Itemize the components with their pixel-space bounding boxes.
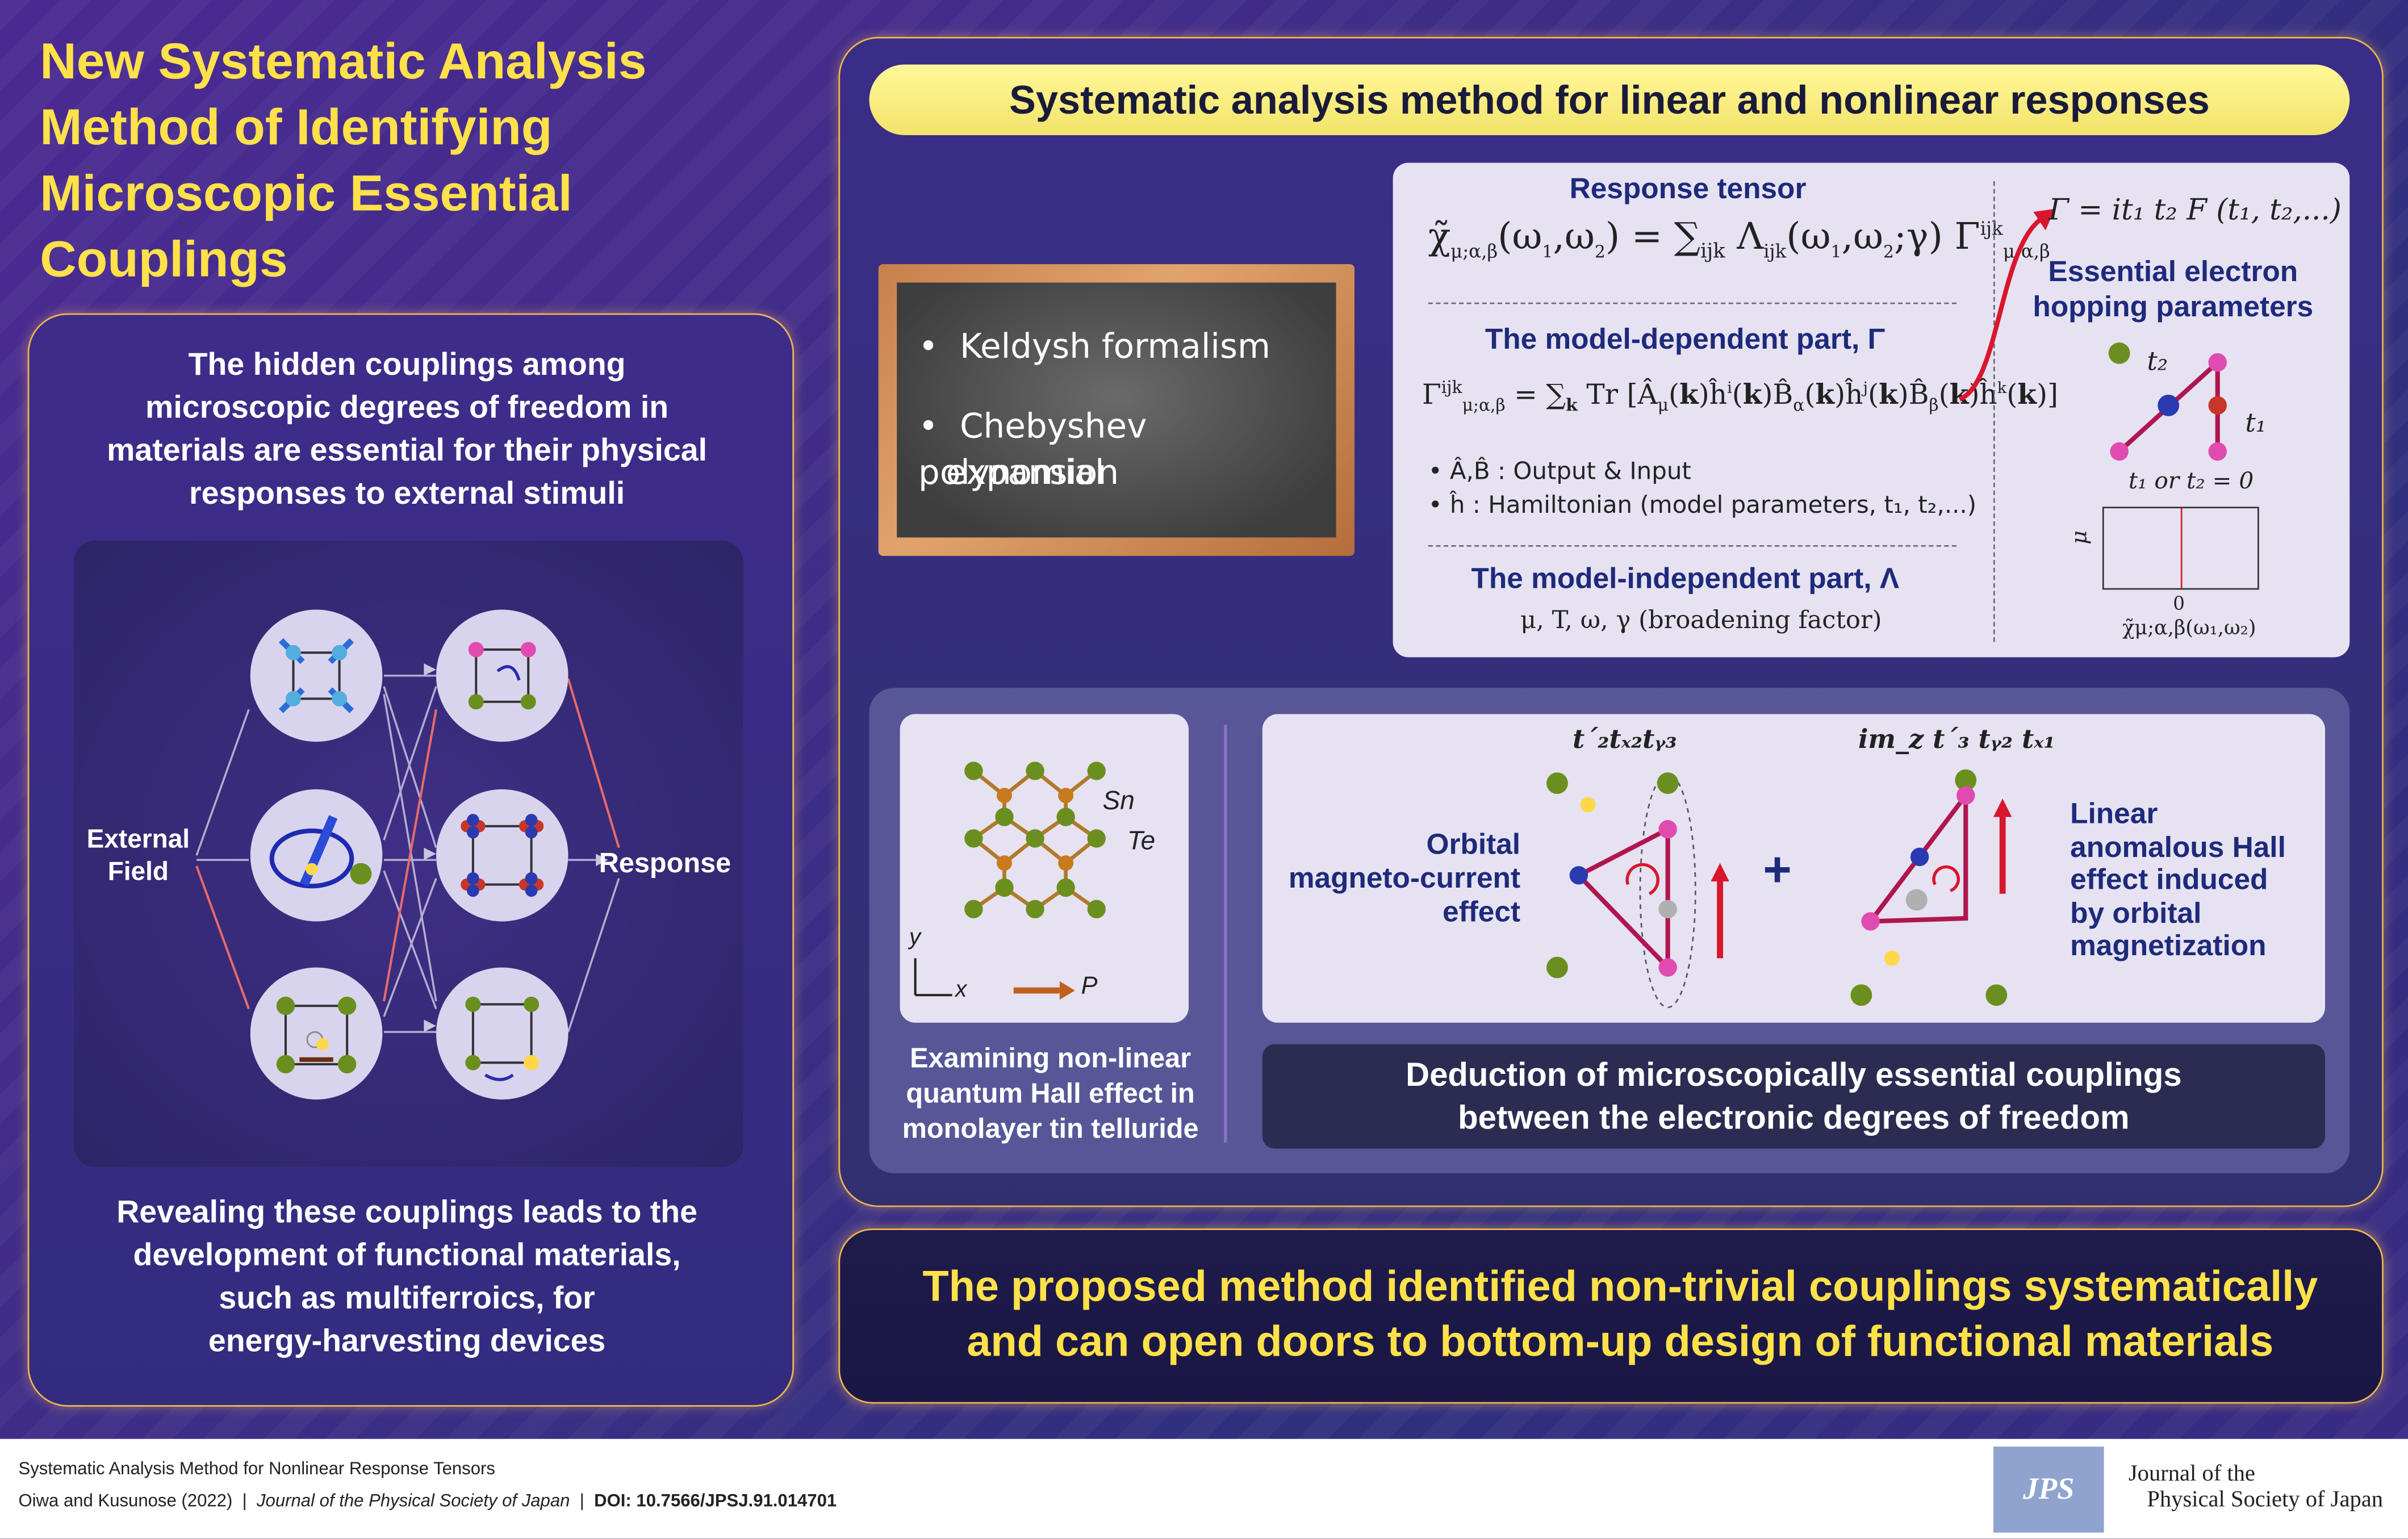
polarization-label: P bbox=[1081, 973, 1098, 1000]
footer-citation: Oiwa and Kusunose (2022) | Journal of th… bbox=[18, 1492, 837, 1511]
jps-logo: JPS bbox=[1993, 1446, 2104, 1533]
hopping-equation: Γ = it₁ t₂ F (t₁, t₂,...) bbox=[2049, 193, 2342, 228]
page-title: New Systematic Analysis Method of Identi… bbox=[40, 32, 647, 287]
doi-link[interactable]: DOI: 10.7566/JPSJ.91.014701 bbox=[594, 1492, 837, 1511]
formula-card bbox=[1393, 162, 2350, 658]
hopping-lattice bbox=[2108, 342, 2227, 461]
model-independent-label: The model-independent part, Λ bbox=[1471, 563, 1900, 596]
axis-mu: μ bbox=[2068, 530, 2093, 545]
intro-text: The hidden couplings among microscopic d… bbox=[107, 347, 707, 512]
mechanism-card bbox=[1262, 714, 2326, 1023]
conclusion-panel bbox=[838, 1228, 2384, 1404]
board-item-chebyshev: • Chebyshev polynomial bbox=[918, 408, 1147, 494]
external-field-label: External Field bbox=[86, 825, 190, 886]
snte-lattice bbox=[964, 762, 1106, 919]
formula-omc: t´₂tₓ₂tᵧ₃ bbox=[1572, 725, 1677, 756]
plot-red-line bbox=[2180, 508, 2183, 588]
spin-square-node bbox=[250, 609, 383, 742]
omc-lattice bbox=[1546, 772, 1729, 1009]
electric-field-node bbox=[250, 967, 383, 1100]
zero-condition: t₁ or t₂ = 0 bbox=[2128, 467, 2254, 495]
conclusion-text: The proposed method identified non-trivi… bbox=[922, 1262, 2318, 1365]
omc-label: Orbital magneto-current effect bbox=[1288, 829, 1521, 929]
red-arrow bbox=[1958, 208, 2055, 402]
response-tensor-equation: χ̃μ;α,β(ω1,ω2) = ∑ijk Λijk(ω1,ω2;γ) Γijk… bbox=[1428, 215, 2050, 264]
vertical-divider bbox=[1993, 181, 1995, 642]
response-label: Response bbox=[599, 847, 731, 879]
te-label: Te bbox=[1127, 826, 1156, 856]
coupling-diagram bbox=[73, 540, 743, 1168]
chalkboard-surface: • Keldysh formalism • Chebyshev polynomi… bbox=[897, 282, 1336, 538]
independent-params: μ, T, ω, γ (broadening factor) bbox=[1520, 605, 1882, 634]
polarization-arrow bbox=[1013, 981, 1075, 1000]
divider bbox=[1428, 545, 1957, 547]
ahe-lattice bbox=[1850, 769, 2012, 1006]
deduction-box: Deduction of microscopically essential c… bbox=[1262, 1044, 2326, 1149]
divider bbox=[1428, 302, 1957, 304]
board-item-expansion: expansion bbox=[946, 454, 1119, 494]
model-dependent-label: The model-dependent part, Γ bbox=[1485, 324, 1886, 357]
board-item-keldysh: • Keldysh formalism bbox=[918, 328, 1270, 367]
footer-title: Systematic Analysis Method for Nonlinear… bbox=[18, 1460, 495, 1479]
phase-plot bbox=[2102, 507, 2259, 590]
y-axis-label: y bbox=[909, 924, 921, 951]
formula-ahe: im_z t´₃ tᵧ₂ tₓ₁ bbox=[1858, 725, 2055, 756]
snte-caption: Examining non-linear quantum Hall effect… bbox=[902, 1043, 1199, 1144]
coupling-network-svg bbox=[195, 663, 620, 1033]
spin-orbital-node bbox=[436, 967, 568, 1100]
gamma-equation: Γijkμ;α,β = ∑k Tr [Âμ(k)ĥi(k)B̂α(k)ĥj(k)… bbox=[1422, 378, 2058, 416]
orbital-quadrupole-node bbox=[436, 789, 568, 922]
orbital-current-node bbox=[436, 609, 568, 742]
hopping-title: Essential electron hopping parameters bbox=[2033, 256, 2314, 324]
axis-chi: χ̃μ;α,β(ω₁,ω₂) bbox=[2122, 617, 2256, 641]
response-tensor-label: Response tensor bbox=[1569, 173, 1807, 206]
method-header: Systematic analysis method for linear an… bbox=[869, 64, 2350, 135]
t1-label: t₁ bbox=[2245, 408, 2267, 440]
t2-label: t₂ bbox=[2147, 347, 2168, 378]
axes-icon bbox=[914, 958, 952, 997]
axis-zero: 0 bbox=[2173, 592, 2185, 614]
io-note: • Â,B̂ : Output & Input bbox=[1428, 457, 1691, 486]
lower-divider bbox=[1224, 725, 1227, 1143]
outro-text: Revealing these couplings leads to the d… bbox=[116, 1194, 697, 1360]
plus-sign: + bbox=[1763, 841, 1792, 897]
sn-label: Sn bbox=[1102, 786, 1135, 815]
snte-structure-card bbox=[900, 714, 1189, 1023]
magnetic-field-node bbox=[250, 789, 383, 922]
x-axis-label: x bbox=[955, 976, 967, 1003]
hamiltonian-note: • ĥ : Hamiltonian (model parameters, t₁,… bbox=[1428, 491, 1977, 519]
journal-name: Journal of the Physical Society of Japan bbox=[2128, 1462, 2384, 1513]
chalkboard: • Keldysh formalism • Chebyshev polynomi… bbox=[878, 264, 1355, 556]
ahe-label: Linear anomalous Hall effect induced by … bbox=[2070, 798, 2286, 963]
